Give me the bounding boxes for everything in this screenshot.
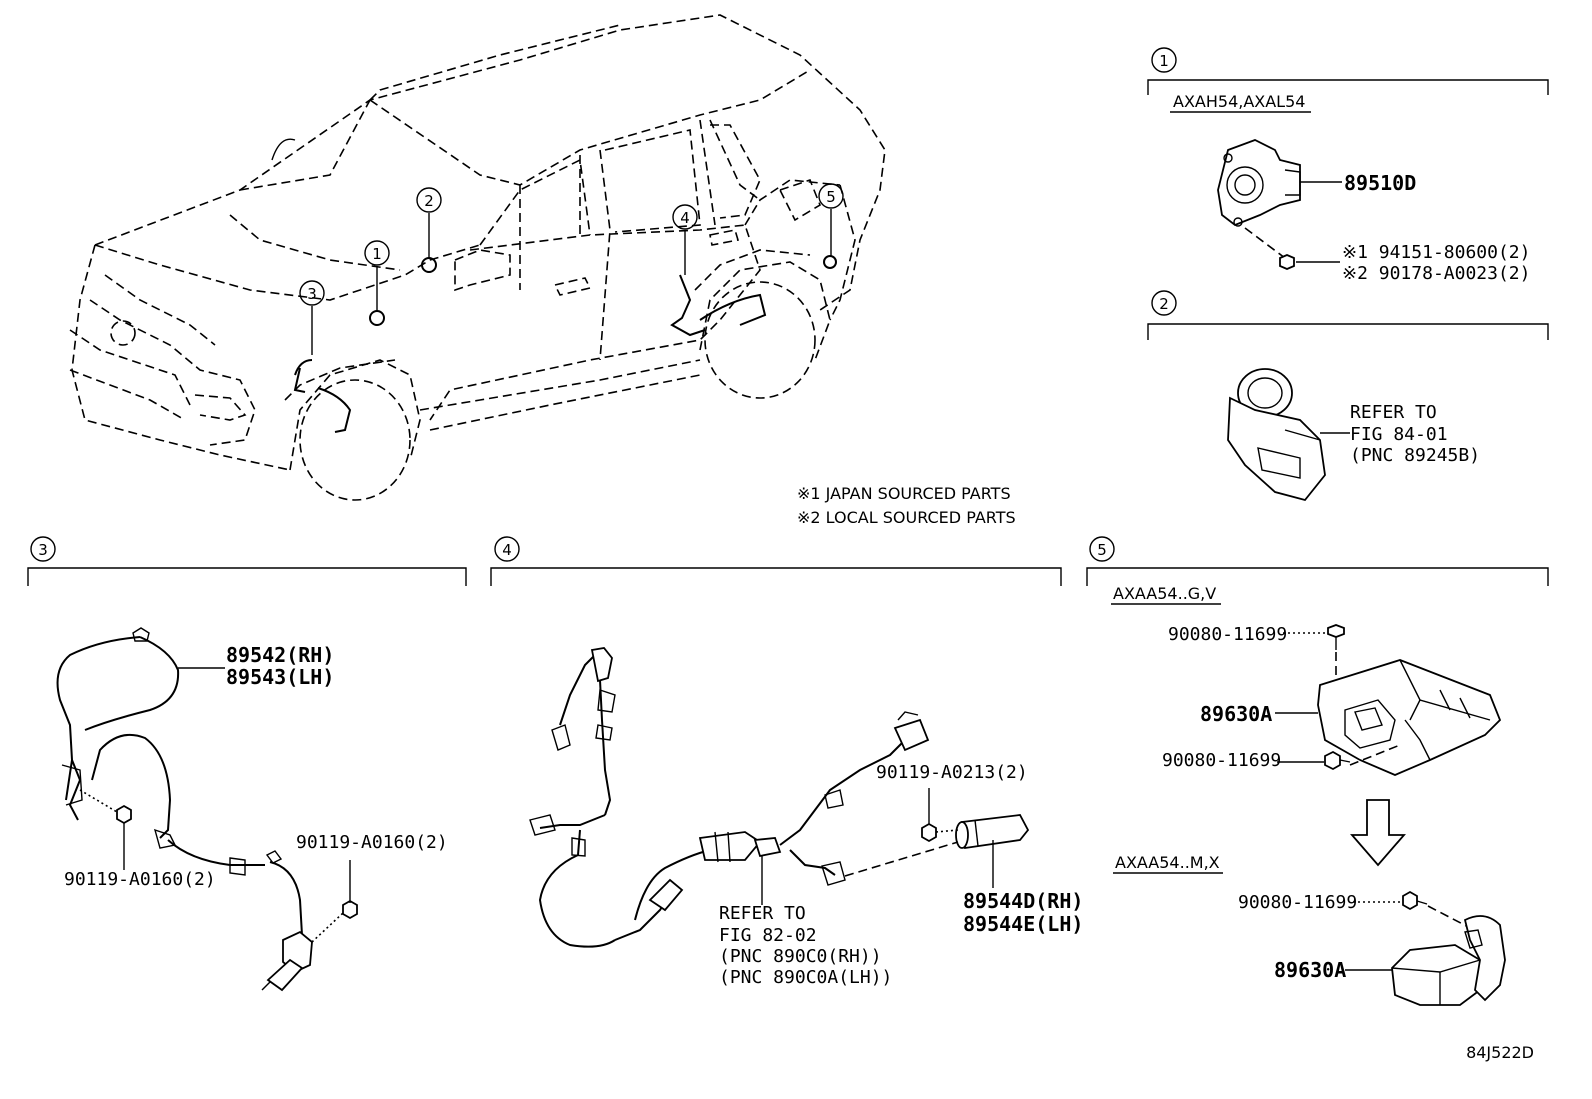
- bolt-90080-11699-top: 90080-11699: [1168, 624, 1287, 645]
- section-5-variant-b: AXAA54..M,X: [1115, 853, 1220, 872]
- note-japan-sourced: ※1 JAPAN SOURCED PARTS: [797, 484, 1011, 503]
- part-89542-rh: 89542(RH): [226, 643, 334, 667]
- section-1-number: 1: [1159, 52, 1169, 70]
- ecu-b-drawing: [1391, 915, 1506, 1006]
- section-1: 1 AXAH54,AXAL54 89510D ※1 94151-80600(2)…: [1147, 47, 1549, 284]
- callout-1: 1: [372, 245, 382, 263]
- note-local-sourced: ※2 LOCAL SOURCED PARTS: [797, 508, 1016, 527]
- bolt-90119-A0160-a: 90119-A0160(2): [64, 869, 216, 890]
- section-4: 4: [490, 536, 1083, 988]
- callout-4: 4: [680, 209, 690, 227]
- part-89543-lh: 89543(LH): [226, 665, 334, 689]
- bolt-90080-11699-mid: 90080-11699: [1162, 750, 1281, 771]
- figure-code: 84J522D: [1466, 1043, 1534, 1062]
- section-4-number: 4: [502, 541, 512, 559]
- section-2-number: 2: [1159, 295, 1169, 313]
- bolt-90080-11699-low: 90080-11699: [1238, 892, 1357, 913]
- bolt-90119-A0160-b: 90119-A0160(2): [296, 832, 448, 853]
- callout-3: 3: [307, 285, 317, 303]
- section-5-number: 5: [1097, 541, 1107, 559]
- vehicle-illustration: [69, 14, 886, 501]
- part-94151-80600: ※1 94151-80600(2): [1342, 242, 1530, 263]
- section-4-pnc-rh: (PNC 890C0(RH)): [719, 946, 882, 967]
- down-arrow-icon: [1350, 799, 1406, 867]
- section-2-refer: REFER TO: [1350, 402, 1437, 423]
- part-89544E-lh: 89544E(LH): [963, 912, 1083, 936]
- ecu-a-drawing: [1317, 659, 1502, 776]
- section-2: 2 REFER TO FIG 84-01 (PNC 89245B): [1147, 290, 1549, 502]
- ecu-89630A-b: 89630A: [1274, 958, 1346, 982]
- ecu-89630A-a: 89630A: [1200, 702, 1272, 726]
- section-3: 3 89542(RH) 89543(LH) 90119-A0160(2): [27, 536, 467, 992]
- section-5: 5 AXAA54..G,V 90080-11699 89630A 90080-1…: [1086, 536, 1549, 1006]
- bolt-90119-A0213: 90119-A0213(2): [876, 762, 1028, 783]
- vehicle-callouts: 1 2 3 4 5: [299, 183, 844, 306]
- section-5-variant-a: AXAA54..G,V: [1113, 584, 1216, 603]
- steering-sensor-drawing: [1227, 368, 1326, 502]
- section-4-pnc-lh: (PNC 890C0A(LH)): [719, 967, 892, 988]
- section-4-fig: FIG 82-02: [719, 925, 817, 946]
- callout-5: 5: [826, 188, 836, 206]
- rear-speed-sensor-harness-drawing: [529, 647, 1030, 948]
- section-2-fig: FIG 84-01: [1350, 424, 1448, 445]
- section-3-number: 3: [38, 541, 48, 559]
- callout-2: 2: [424, 192, 434, 210]
- yaw-rate-sensor-drawing: [1217, 139, 1301, 227]
- part-89544D-rh: 89544D(RH): [963, 889, 1083, 913]
- section-2-pnc: (PNC 89245B): [1350, 445, 1480, 466]
- part-90178-A0023: ※2 90178-A0023(2): [1342, 263, 1530, 284]
- front-speed-sensor-drawing: [56, 627, 358, 992]
- section-4-refer: REFER TO: [719, 903, 806, 924]
- section-1-variant: AXAH54,AXAL54: [1173, 92, 1305, 111]
- part-89510D: 89510D: [1344, 171, 1416, 195]
